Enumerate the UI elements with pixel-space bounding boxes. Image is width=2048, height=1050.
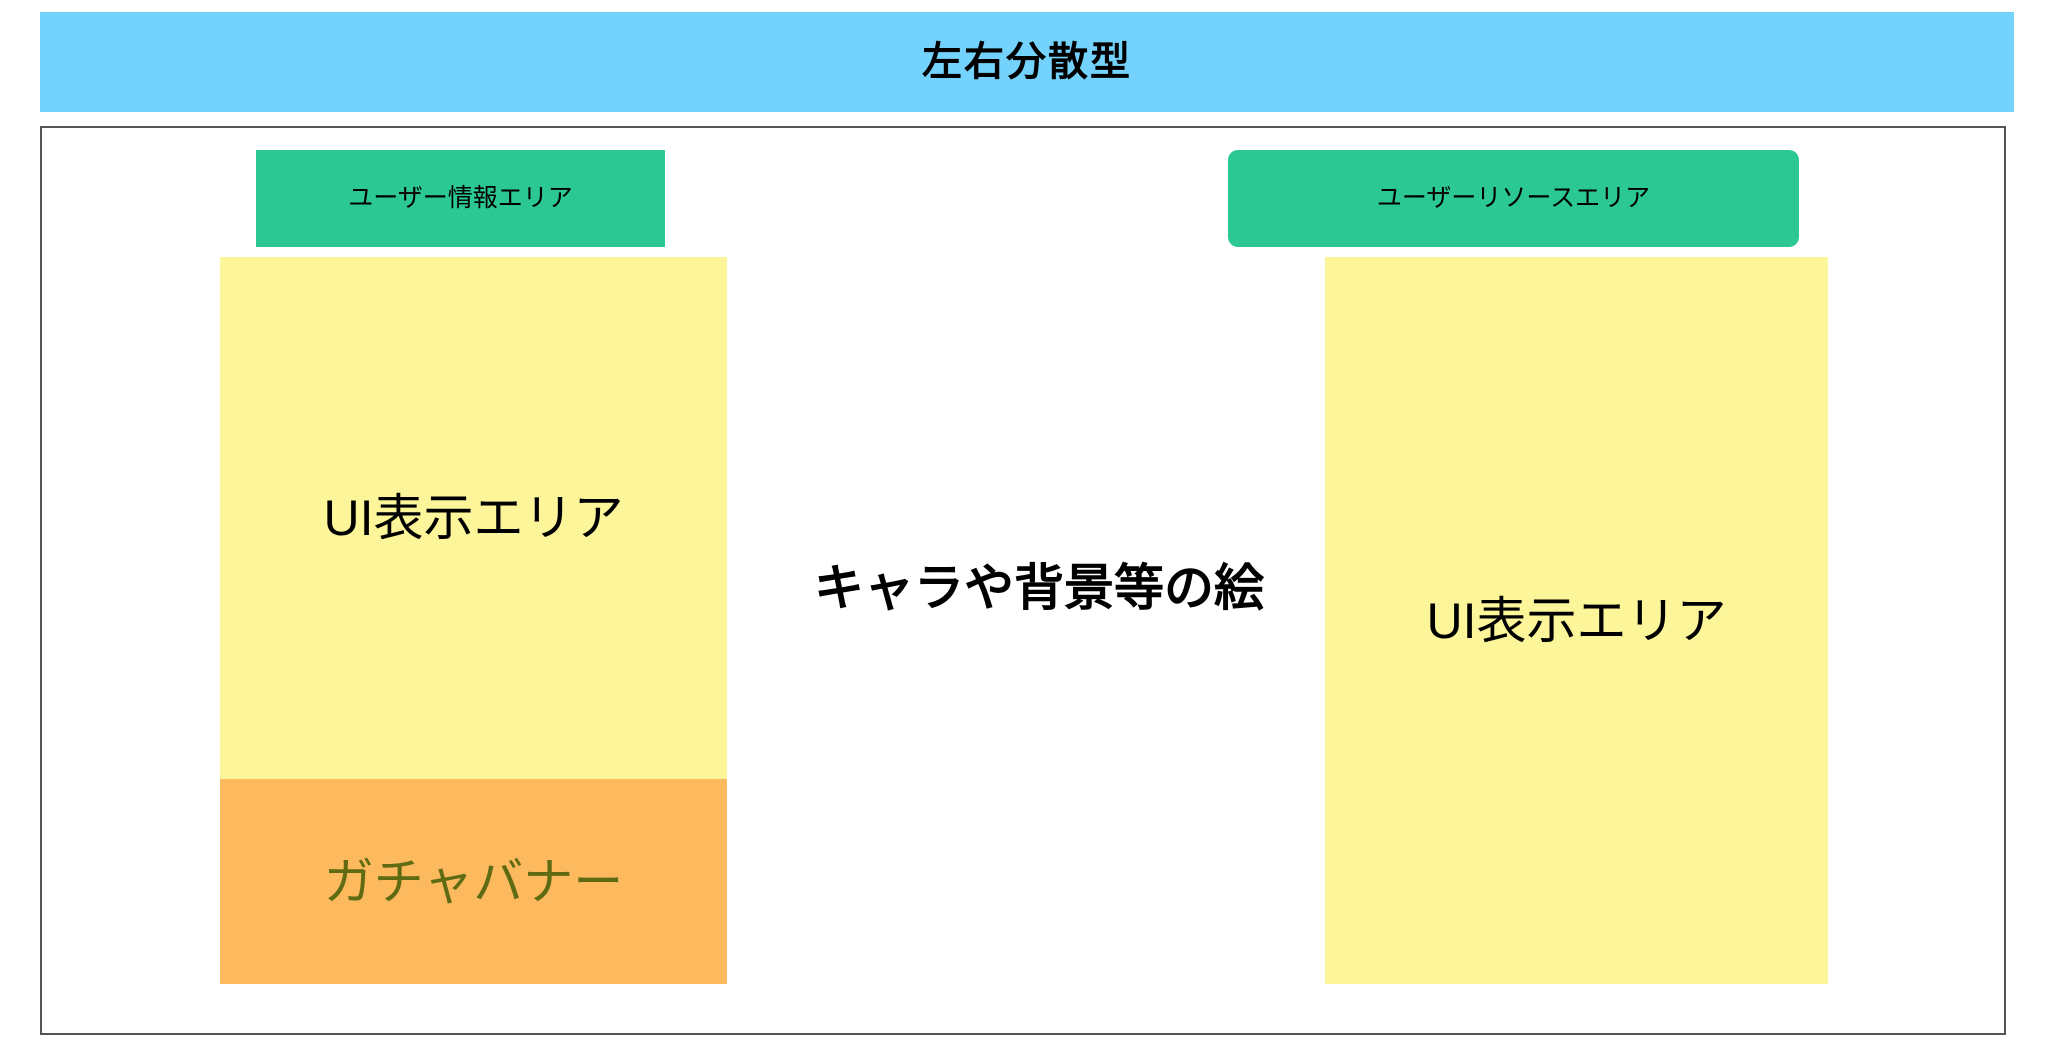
ui-display-area-right: UI表示エリア	[1325, 257, 1828, 984]
page-title: 左右分散型	[922, 40, 1132, 84]
gacha-banner-label: ガチャバナー	[323, 853, 624, 910]
artwork-area: キャラや背景等の絵	[759, 548, 1319, 628]
layout-frame: ユーザー情報エリア UI表示エリア ガチャバナー キャラや背景等の絵 ユーザーリ…	[40, 126, 2006, 1035]
header-bar: 左右分散型	[40, 12, 2014, 112]
section-tag-user-info: ユーザー情報エリア	[256, 150, 665, 247]
section-tag-user-resource: ユーザーリソースエリア	[1228, 150, 1799, 247]
ui-display-area-left: UI表示エリア	[220, 257, 727, 779]
gacha-banner: ガチャバナー	[220, 779, 727, 984]
ui-display-area-left-label: UI表示エリア	[323, 490, 624, 546]
section-tag-user-resource-label: ユーザーリソースエリア	[1376, 184, 1651, 212]
section-tag-user-info-label: ユーザー情報エリア	[348, 184, 573, 212]
ui-display-area-right-label: UI表示エリア	[1426, 592, 1727, 649]
artwork-area-label: キャラや背景等の絵	[814, 560, 1264, 616]
